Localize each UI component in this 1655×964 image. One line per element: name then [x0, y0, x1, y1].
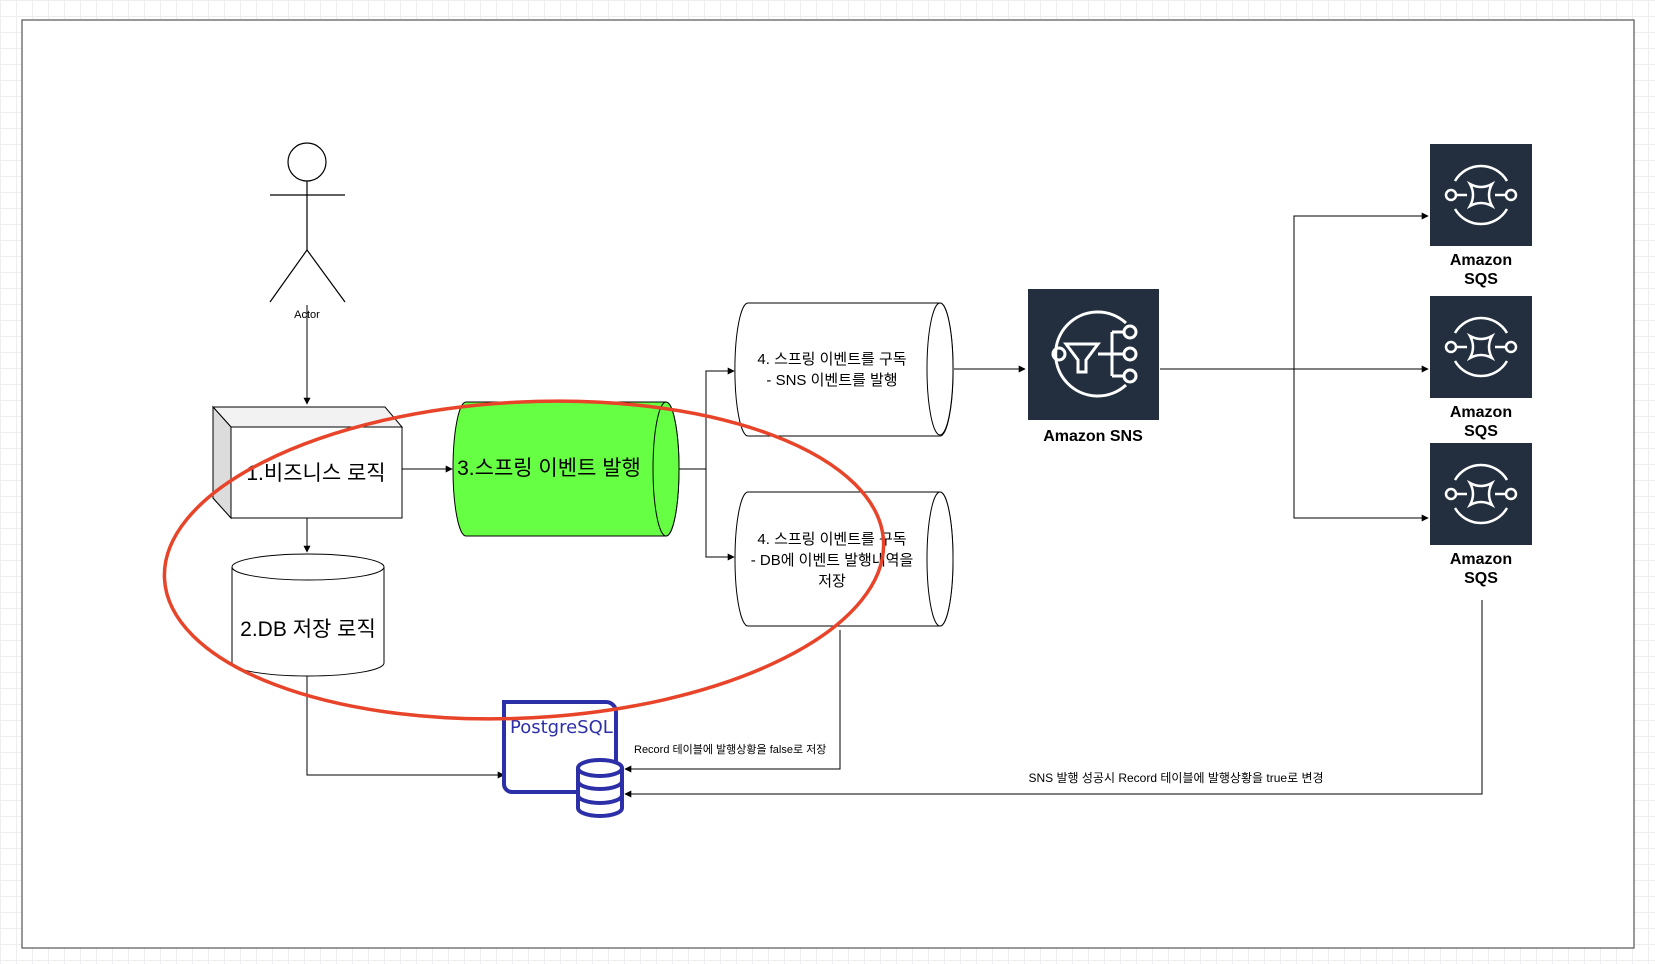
sqs-label-line2: SQS: [1464, 271, 1498, 288]
business-logic-front: [230, 426, 403, 519]
edge-sns-sqs-3: [1293, 369, 1429, 522]
sqs-arc-top: [1453, 164, 1509, 182]
business-logic-label: 1.비즈니스 로직: [246, 462, 385, 485]
sns-label: Amazon SNS: [1043, 428, 1143, 445]
highlight-ellipse: [162, 399, 886, 721]
sqs-message: [1466, 180, 1496, 210]
sns-funnel: [1063, 342, 1101, 374]
sns-target-dot-1: [1122, 324, 1138, 340]
subscriber-db-cap: [926, 491, 954, 627]
sqs-label-line1: Amazon: [1450, 252, 1512, 269]
postgresql-db-body: [576, 768, 624, 818]
sns-arc: [1054, 310, 1128, 398]
spring-event-cylinder[interactable]: [452, 401, 680, 537]
subscriber-sns-cylinder[interactable]: [734, 302, 954, 437]
edge-label-record-true: SNS 발행 성공시 Record 테이블에 발행상황을 true로 변경: [1028, 770, 1323, 785]
edge-db-postgres: [306, 676, 505, 779]
actor-label: Actor: [294, 309, 320, 321]
edge-subscriber-db-postgres: [624, 630, 841, 773]
db-save-top: [231, 553, 385, 581]
subscriber-db-line3: 저장: [818, 573, 846, 590]
postgresql-icon[interactable]: PostgreSQL: [502, 700, 624, 818]
sns-source-dot: [1051, 346, 1067, 362]
edge-sqs-postgres: [624, 600, 1483, 798]
sqs-arc-bottom: [1453, 360, 1509, 378]
spring-event-label: 3.스프링 이벤트 발행: [457, 457, 641, 480]
sqs-arc-bottom: [1453, 208, 1509, 226]
edge-event-subscriber-sns: [678, 367, 735, 470]
db-save-cylinder[interactable]: [231, 553, 385, 677]
db-save-label: 2.DB 저장 로직: [240, 618, 376, 641]
business-logic-side: [212, 405, 232, 520]
actor-leg-right: [306, 249, 346, 303]
subscriber-sns-body: [734, 302, 954, 437]
spring-event-cap: [652, 401, 680, 537]
business-logic-box[interactable]: [211, 405, 404, 520]
edge-label-record-false: Record 테이블에 발행상황을 false로 저장: [634, 743, 826, 756]
postgresql-db-ring-1: [576, 780, 624, 791]
postgresql-db-ring-2: [576, 794, 624, 805]
actor-head: [287, 142, 327, 182]
subscriber-db-line2: - DB에 이벤트 발행내역을: [751, 552, 914, 569]
sns-icon[interactable]: [1028, 289, 1159, 420]
sns-icon-bg: [1028, 289, 1159, 420]
postgresql-label: PostgreSQL: [510, 717, 613, 738]
subscriber-db-line1: 4. 스프링 이벤트를 구독: [757, 531, 906, 548]
edge-event-subscriber-db: [705, 469, 735, 561]
postgresql-db-stack: [576, 758, 624, 818]
sns-target-dot-3: [1122, 368, 1138, 384]
sqs-message: [1466, 479, 1496, 509]
sns-target-dot-2: [1122, 346, 1138, 362]
subscriber-db-cylinder[interactable]: [734, 491, 954, 627]
edge-sns-sqs-1: [1293, 212, 1429, 369]
sqs-label-line2: SQS: [1464, 423, 1498, 440]
edges: [303, 212, 1483, 798]
subscriber-sns-cap: [926, 302, 954, 436]
sqs-arc-top: [1453, 463, 1509, 481]
sqs-arc-top: [1453, 316, 1509, 334]
sqs-label-line2: SQS: [1464, 570, 1498, 587]
sqs-message: [1466, 332, 1496, 362]
postgresql-db-top: [576, 758, 624, 778]
actor-leg-left: [269, 249, 308, 303]
sqs-arc-bottom: [1453, 507, 1509, 525]
sqs-label-line1: Amazon: [1450, 404, 1512, 421]
actor: [269, 142, 346, 303]
subscriber-sns-line2: - SNS 이벤트를 발행: [766, 372, 897, 389]
sqs-label-line1: Amazon: [1450, 551, 1512, 568]
subscriber-sns-line1: 4. 스프링 이벤트를 구독: [757, 351, 906, 368]
